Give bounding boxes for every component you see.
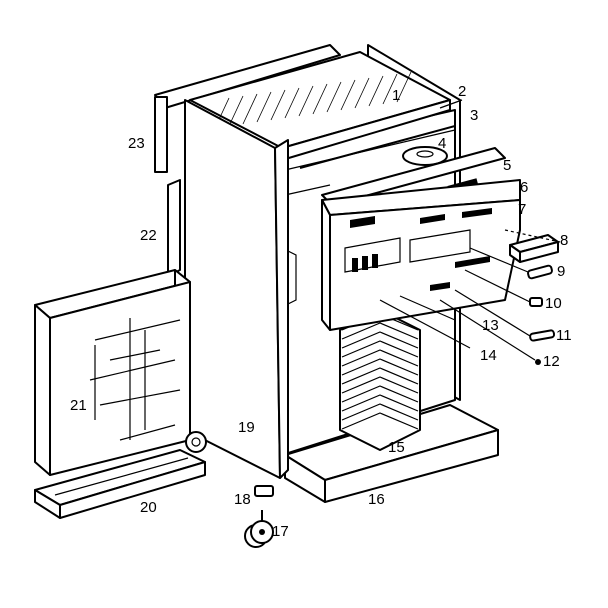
callout-11: 11 [556, 327, 572, 344]
rack-slot [341, 403, 419, 421]
lid-hatch-line [228, 95, 244, 127]
part-20-plinth-tray [34, 449, 206, 519]
callout-14: 14 [480, 347, 497, 364]
callout-15: 15 [388, 439, 405, 456]
callout-1: 1 [392, 87, 400, 104]
rack-slot [341, 340, 419, 358]
part-7-chassis [329, 199, 521, 331]
door-mark [119, 424, 176, 441]
callout-9: 9 [557, 263, 565, 280]
part-11-pin [529, 329, 556, 342]
rack-slot [341, 322, 419, 340]
part-12-screw [535, 359, 541, 365]
door-mark [99, 389, 181, 406]
part-9-knob [527, 264, 553, 280]
leader-lines [379, 229, 561, 361]
lid-hatch-line [396, 71, 412, 103]
part-18-bracket [254, 485, 274, 497]
part-2-3-top-trim [299, 99, 463, 169]
rack-slot [341, 349, 419, 367]
part-4-turntable [402, 146, 448, 166]
rack-slot [341, 412, 419, 430]
callout-13: 13 [482, 317, 499, 334]
callout-3: 3 [470, 107, 478, 124]
rack-slot [341, 385, 419, 403]
callout-10: 10 [545, 295, 562, 312]
callout-20: 20 [140, 499, 157, 516]
lid-hatch-line [242, 93, 258, 125]
callout-2: 2 [458, 83, 466, 100]
part-19-side-panel [184, 99, 289, 479]
part-21-door [34, 269, 191, 476]
lid-hatch-line [368, 75, 384, 107]
lid-hatch-line [326, 81, 342, 113]
rack-slot [341, 367, 419, 385]
callout-16: 16 [368, 491, 385, 508]
callout-17: 17 [272, 523, 289, 540]
part-15-tape-rack [339, 309, 421, 451]
callout-6: 6 [520, 179, 528, 196]
callout-5: 5 [503, 157, 511, 174]
rack-slot [341, 394, 419, 412]
part-10-knob [529, 297, 543, 307]
door-mark [94, 319, 181, 341]
lid-hatch-line [340, 79, 356, 111]
door-caster [185, 431, 207, 453]
callout-8: 8 [560, 232, 568, 249]
callout-22: 22 [140, 227, 157, 244]
callout-7: 7 [518, 201, 526, 218]
part-23-back-panel [154, 44, 341, 173]
callout-12: 12 [543, 353, 560, 370]
callout-21: 21 [70, 397, 87, 414]
door-mark [109, 349, 161, 361]
lid-hatch-line [256, 91, 272, 123]
callout-18: 18 [234, 491, 251, 508]
rack-slot [341, 376, 419, 394]
lid-hatch-line [312, 83, 328, 115]
door-mark [89, 359, 176, 381]
lid-hatch-line [298, 85, 314, 117]
lid-hatch-line [284, 87, 300, 119]
callout-23: 23 [128, 135, 145, 152]
lid-hatch-line [354, 77, 370, 109]
callout-4: 4 [438, 135, 446, 152]
rack-slot [341, 331, 419, 349]
rack-slot [341, 358, 419, 376]
part-17-caster [244, 510, 274, 548]
lid-hatch-line [270, 89, 286, 121]
part-22-side-strip [167, 179, 181, 277]
lid-hatch-line [382, 73, 398, 105]
callout-19: 19 [238, 419, 255, 436]
